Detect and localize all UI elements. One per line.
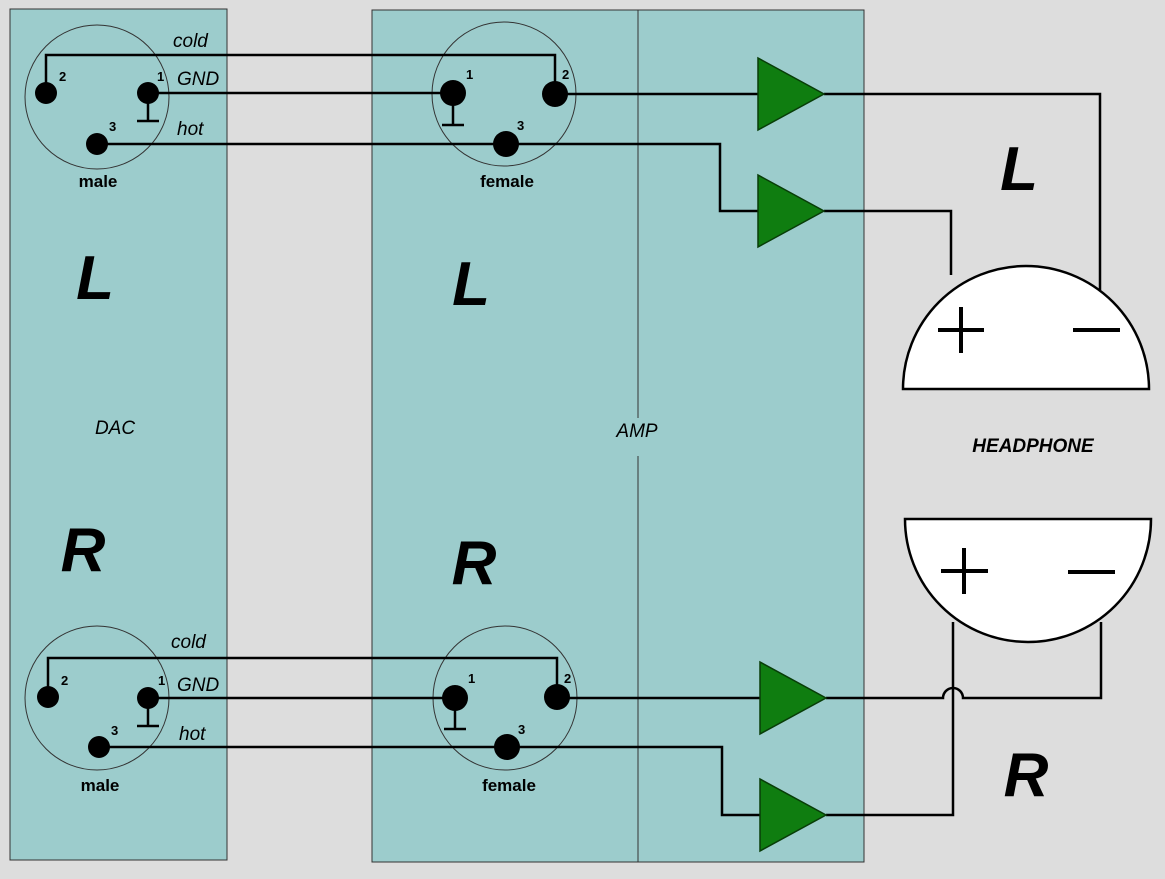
headphone-right-channel-label: R (1004, 741, 1049, 810)
left-male-label: male (79, 172, 118, 191)
right-male-pin-3 (88, 736, 110, 758)
left-female-pin-3 (493, 131, 519, 157)
right-male-pin-2-label: 2 (61, 673, 68, 688)
left-female-pin-2 (542, 81, 568, 107)
left-male-pin-2-label: 2 (59, 69, 66, 84)
right-headphone-driver (903, 517, 1153, 644)
right-female-pin-3 (494, 734, 520, 760)
right-gnd-label: GND (177, 675, 220, 696)
left-male-pin-2 (35, 82, 57, 104)
left-female-pin-1 (440, 80, 466, 106)
dac-section-label: DAC (95, 418, 135, 439)
amp-section-label: AMP (615, 421, 658, 442)
right-male-pin-3-label: 3 (111, 723, 118, 738)
right-hot-label: hot (179, 724, 206, 745)
right-cold-label: cold (171, 632, 207, 653)
left-male-pin-1-label: 1 (157, 69, 164, 84)
right-female-pin-3-label: 3 (518, 722, 525, 737)
headphone-section-label: HEADPHONE (972, 436, 1095, 457)
right-hot-to-amp (507, 745, 760, 817)
left-plus-wire (824, 209, 953, 275)
left-female-pin-2-label: 2 (562, 67, 569, 82)
right-minus-wire (826, 622, 1103, 700)
right-male-pin-1 (137, 687, 159, 709)
left-male-pin-3 (86, 133, 108, 155)
dac-panel (9, 8, 228, 861)
right-female-pin-1 (442, 685, 468, 711)
right-cold-amplifier (759, 660, 828, 736)
left-female-pin-1-label: 1 (466, 67, 473, 82)
right-plus-wire (826, 622, 955, 817)
left-male-pin-3-label: 3 (109, 119, 116, 134)
left-gnd-label: GND (177, 69, 220, 90)
left-male-pin-1 (137, 82, 159, 104)
left-cold-wire (44, 53, 557, 93)
right-male-pin-2 (37, 686, 59, 708)
amp-right-channel-label: R (452, 529, 497, 598)
right-female-label: female (482, 776, 536, 795)
right-cold-wire (46, 656, 559, 697)
amp-left-channel-label: L (452, 250, 490, 319)
right-male-label: male (81, 776, 120, 795)
dac-right-channel-label: R (61, 516, 106, 585)
left-hot-amplifier (757, 173, 826, 249)
left-minus-wire (824, 92, 1102, 290)
left-cold-label: cold (173, 31, 209, 52)
left-hot-to-amp (506, 142, 758, 213)
right-female-pin-2 (544, 684, 570, 710)
left-female-pin-3-label: 3 (517, 118, 524, 133)
right-female-pin-2-label: 2 (564, 671, 571, 686)
dac-left-male-connector (24, 24, 170, 170)
left-headphone-driver (901, 264, 1151, 391)
right-hot-amplifier (759, 777, 828, 853)
left-hot-label: hot (177, 119, 204, 140)
left-cold-amplifier (757, 56, 826, 132)
right-female-pin-1-label: 1 (468, 671, 475, 686)
right-male-pin-1-label: 1 (158, 673, 165, 688)
headphone-left-channel-label: L (1000, 135, 1038, 204)
left-female-label: female (480, 172, 534, 191)
dac-left-channel-label: L (76, 244, 114, 313)
